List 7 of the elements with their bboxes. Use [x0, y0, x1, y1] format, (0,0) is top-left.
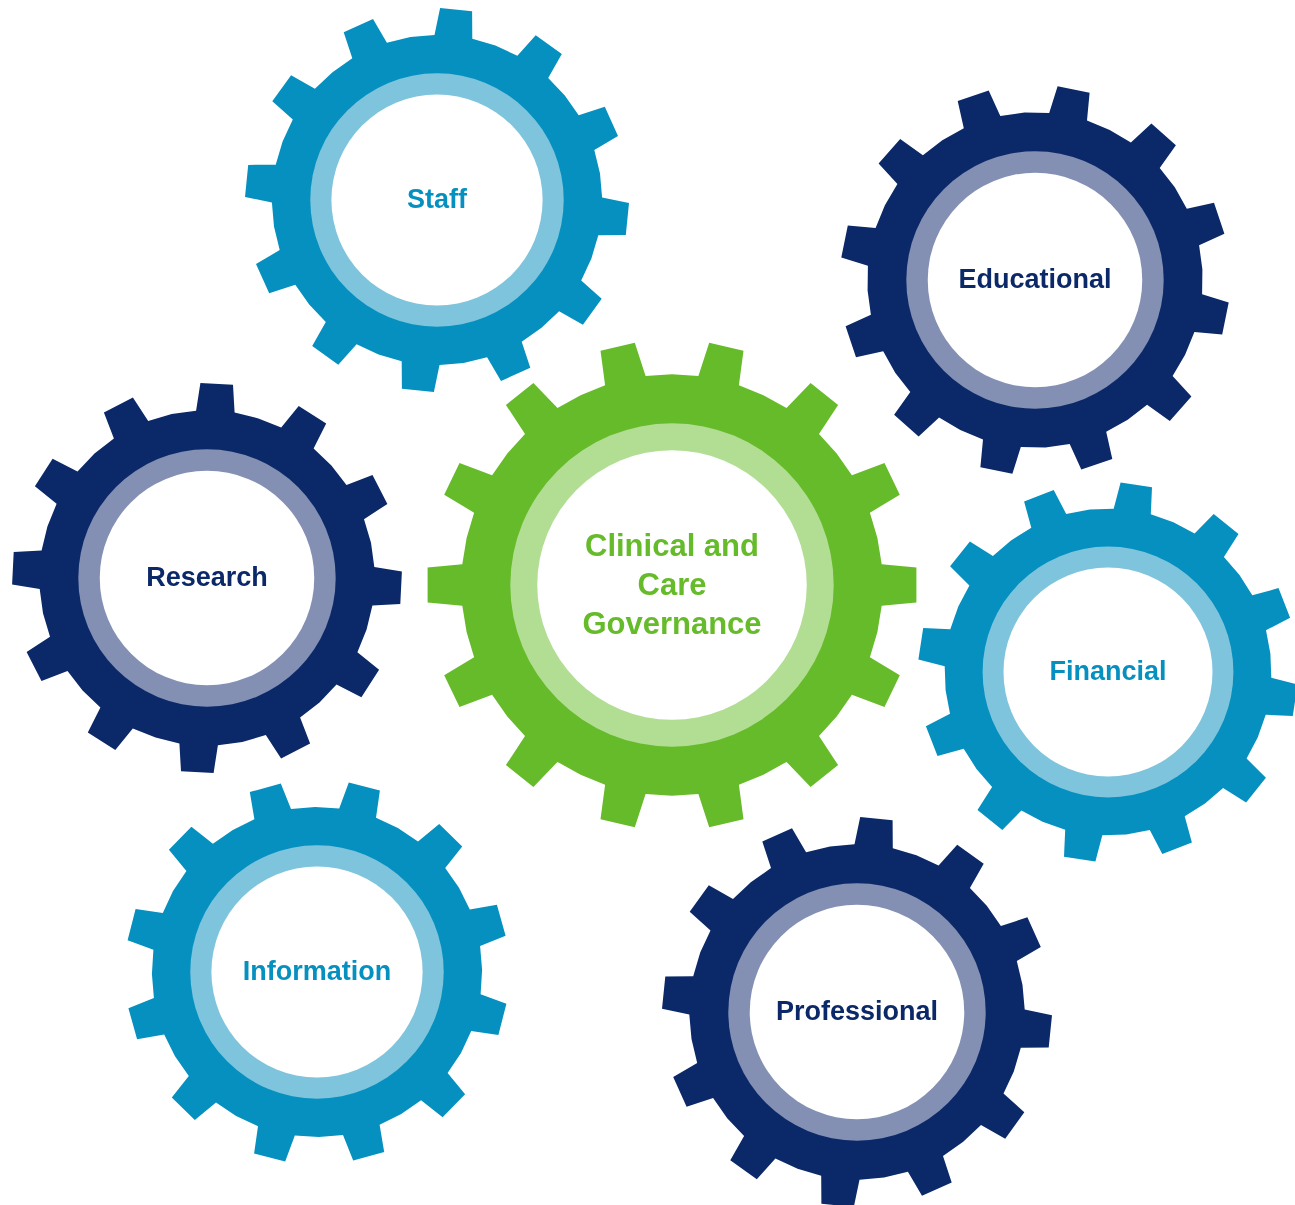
gear-label: Clinical and Care Governance	[581, 526, 763, 643]
gear-label: Information	[241, 955, 393, 989]
gear-label: Research	[145, 561, 269, 595]
gear-label: Staff	[406, 183, 468, 217]
gear-label: Financial	[1048, 655, 1168, 689]
gear-label: Educational	[957, 263, 1113, 297]
gear-label: Professional	[774, 995, 940, 1029]
